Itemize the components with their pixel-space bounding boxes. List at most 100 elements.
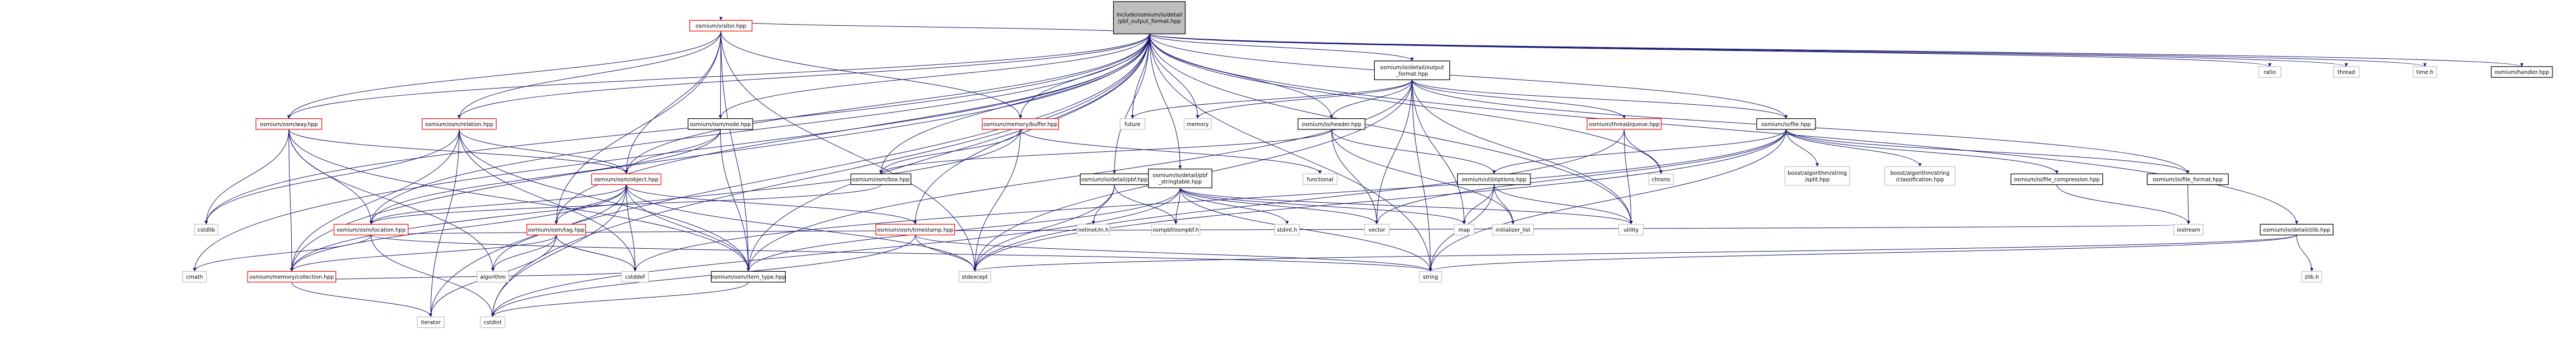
arrowhead-itemtype-to-cstdint bbox=[491, 313, 494, 317]
edge-root-to-cmath bbox=[194, 34, 1150, 272]
node-nodehpp[interactable]: osmium/osm/node.hpp bbox=[688, 118, 753, 130]
node-box-splithpp bbox=[1784, 166, 1850, 186]
edge-location-to-cmath bbox=[194, 235, 372, 272]
node-splithpp[interactable]: boost/algorithm/string/split.hpp bbox=[1784, 166, 1850, 186]
node-stringh[interactable]: string bbox=[1418, 271, 1442, 283]
arrowhead-box-to-location bbox=[369, 221, 373, 225]
edge-object-to-location bbox=[371, 184, 627, 225]
edge-root-to-chrono bbox=[1149, 34, 1662, 174]
edge-nodehpp-to-location bbox=[371, 129, 721, 225]
node-label-utility-0: utility bbox=[1623, 227, 1639, 233]
node-location[interactable]: osmium/osm/location.hpp bbox=[333, 224, 409, 236]
node-cstdint[interactable]: cstdint bbox=[480, 316, 506, 328]
edge-opl-to-header bbox=[1331, 80, 1413, 119]
node-opl[interactable]: osmium/io/detail/output_format.hpp bbox=[1374, 61, 1450, 80]
node-zlibh[interactable]: zlib.h bbox=[2301, 271, 2322, 283]
node-cstddef[interactable]: cstddef bbox=[621, 271, 649, 283]
node-collection[interactable]: osmium/memory/collection.hpp bbox=[247, 271, 337, 283]
node-handler[interactable]: osmium/handler.hpp bbox=[2491, 66, 2553, 78]
node-filehpp[interactable]: osmium/io/file.hpp bbox=[1756, 118, 1816, 130]
arrowhead-root-to-visitor bbox=[719, 17, 723, 21]
node-label-zlib-0: osmium/io/detail/zlib.hpp bbox=[2263, 227, 2330, 233]
edge-queue-to-utility bbox=[1623, 129, 1632, 225]
node-iostream[interactable]: iostream bbox=[2173, 224, 2204, 236]
node-pbfhpp[interactable]: osmium/io/detail/pbf.hpp bbox=[1080, 173, 1149, 185]
node-memory[interactable]: memory bbox=[1183, 118, 1212, 130]
node-label-classification-1: /classification.hpp bbox=[1896, 177, 1944, 183]
node-taghpp[interactable]: osmium/osm/tag.hpp bbox=[526, 224, 586, 236]
node-options[interactable]: osmium/util/options.hpp bbox=[1457, 173, 1531, 185]
node-thread[interactable]: thread bbox=[2333, 66, 2360, 78]
node-classification[interactable]: boost/algorithm/string/classification.hp… bbox=[1884, 166, 1956, 186]
edge-buffer-to-box bbox=[880, 129, 1021, 174]
arrowhead-root-to-stringtable bbox=[1178, 165, 1182, 169]
edge-opl-to-memory bbox=[1197, 80, 1413, 119]
node-netinet[interactable]: netinet/in.h bbox=[1076, 224, 1110, 236]
edge-nodehpp-to-itemtype bbox=[720, 129, 749, 272]
node-buffer[interactable]: osmium/memory/buffer.hpp bbox=[982, 118, 1060, 130]
node-fileformat[interactable]: osmium/io/file_format.hpp bbox=[2146, 173, 2229, 185]
arrowhead-location-to-cmath bbox=[193, 268, 197, 272]
node-stringtable[interactable]: osmium/io/detail/pbf_stringtable.hpp bbox=[1148, 169, 1212, 188]
node-future[interactable]: future bbox=[1119, 118, 1145, 130]
node-label-root-0: include/osmium/io/detail bbox=[1117, 12, 1182, 18]
edge-filehpp-to-stdexcept bbox=[974, 129, 1786, 272]
node-zlib[interactable]: osmium/io/detail/zlib.hpp bbox=[2260, 224, 2334, 236]
node-initializer[interactable]: initializer_list bbox=[1492, 224, 1534, 236]
edge-root-to-itemtype bbox=[748, 34, 1150, 272]
node-label-compression-0: osmium/io/file_compression.hpp bbox=[2014, 177, 2099, 183]
node-box-thread bbox=[2333, 66, 2360, 78]
node-label-nodehpp-0: osmium/osm/node.hpp bbox=[690, 122, 751, 128]
node-label-opl-0: osmium/io/detail/output bbox=[1380, 64, 1444, 71]
edge-timestamp-to-cstdint bbox=[492, 235, 916, 317]
node-relation[interactable]: osmium/osm/relation.hpp bbox=[422, 118, 497, 130]
edge-root-to-cstdlib bbox=[206, 34, 1150, 225]
node-box-fileformat bbox=[2146, 173, 2229, 185]
node-iterator[interactable]: iterator bbox=[417, 316, 445, 328]
node-label-opl-1: _format.hpp bbox=[1396, 71, 1429, 77]
node-box-way bbox=[255, 118, 323, 130]
edge-root-to-pbfhpp bbox=[1114, 34, 1150, 174]
edge-filehpp-to-splithpp bbox=[1785, 129, 1818, 167]
node-stdint[interactable]: stdint.h bbox=[1274, 224, 1300, 236]
node-cstdlib[interactable]: cstdlib bbox=[194, 224, 218, 236]
node-label-initializer-0: initializer_list bbox=[1496, 227, 1530, 233]
edge-relation-to-collection bbox=[291, 129, 460, 272]
node-label-header-0: osmium/io/header.hpp bbox=[1301, 122, 1361, 128]
node-ratio[interactable]: ratio bbox=[2258, 66, 2281, 78]
node-visitor[interactable]: osmium/visitor.hpp bbox=[689, 20, 753, 32]
node-label-object-0: osmium/osm/object.hpp bbox=[594, 177, 659, 183]
node-header[interactable]: osmium/io/header.hpp bbox=[1298, 118, 1366, 130]
edge-header-to-initializer bbox=[1331, 129, 1514, 225]
edge-root-to-future bbox=[1132, 34, 1150, 119]
node-functional[interactable]: functional bbox=[1303, 173, 1338, 185]
node-box-iterator bbox=[417, 316, 445, 328]
arrowhead-stringtable-to-vector bbox=[1375, 221, 1379, 225]
node-queue[interactable]: osmium/thread/queue.hpp bbox=[1586, 118, 1662, 130]
node-itemtype[interactable]: osmium/osm/item_type.hpp bbox=[711, 271, 786, 283]
node-compression[interactable]: osmium/io/file_compression.hpp bbox=[2010, 173, 2103, 185]
node-utility[interactable]: utility bbox=[1618, 224, 1644, 236]
node-timeh[interactable]: time.h bbox=[2412, 66, 2437, 78]
node-algorithm[interactable]: algorithm bbox=[477, 271, 510, 283]
node-way[interactable]: osmium/osm/way.hpp bbox=[255, 118, 323, 130]
edge-filehpp-to-classification bbox=[1785, 129, 1920, 167]
node-stdexcept[interactable]: stdexcept bbox=[958, 271, 991, 283]
node-root[interactable]: include/osmium/io/detail/pbf_output_form… bbox=[1113, 1, 1186, 35]
node-object[interactable]: osmium/osm/object.hpp bbox=[591, 173, 662, 185]
node-timestamp[interactable]: osmium/osm/timestamp.hpp bbox=[875, 224, 955, 236]
node-vector[interactable]: vector bbox=[1364, 224, 1390, 236]
arrowhead-opl-to-header bbox=[1329, 115, 1333, 119]
node-chrono[interactable]: chrono bbox=[1648, 173, 1674, 185]
node-label-classification-0: boost/algorithm/string bbox=[1890, 170, 1949, 177]
node-map[interactable]: map bbox=[1454, 224, 1475, 236]
node-label-cstdlib-0: cstdlib bbox=[198, 227, 215, 233]
arrowhead-filehpp-to-options bbox=[1492, 170, 1496, 174]
node-label-chrono-0: chrono bbox=[1652, 177, 1670, 183]
arrowhead-zlib-to-zlibh bbox=[2310, 268, 2314, 272]
edge-visitor-to-object bbox=[626, 31, 721, 174]
node-box[interactable]: osmium/osm/box.hpp bbox=[850, 173, 912, 185]
node-osmpbf[interactable]: osmpbf/osmpbf.h bbox=[1151, 224, 1201, 236]
node-label-splithpp-0: boost/algorithm/string bbox=[1788, 170, 1847, 177]
node-cmath[interactable]: cmath bbox=[182, 271, 207, 283]
